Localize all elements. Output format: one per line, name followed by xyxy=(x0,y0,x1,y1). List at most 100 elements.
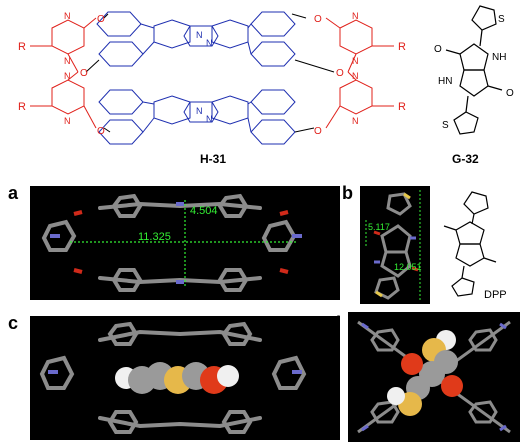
triazine-n-label: N xyxy=(352,11,359,21)
aryl-ring xyxy=(250,11,296,37)
aryl-stick xyxy=(221,321,253,346)
aryl-ring xyxy=(98,89,144,115)
guest-space-filling xyxy=(387,330,463,416)
aryl-stick xyxy=(217,268,249,292)
oxygen-atoms xyxy=(373,230,419,272)
oxygen-atom xyxy=(401,353,423,375)
triazine-stick xyxy=(39,355,75,390)
r-substituent-label: R xyxy=(398,101,406,113)
thiophene-ring xyxy=(451,277,475,297)
panel-letter-d: d xyxy=(330,313,341,333)
nitrogen-atoms xyxy=(50,202,302,284)
sulfur-atoms xyxy=(375,192,411,298)
aryl-stick xyxy=(111,193,143,218)
panel-background xyxy=(30,186,340,300)
panel-b-guest-crystal: 5.117 12.051 xyxy=(360,186,430,304)
aryl-ring xyxy=(250,41,296,67)
lactam-ring xyxy=(459,69,489,97)
upper-bridge xyxy=(98,329,262,342)
panel-letter-b: b xyxy=(342,183,353,203)
aryl-stick xyxy=(217,193,249,218)
upper-core xyxy=(96,11,296,67)
distance-lines xyxy=(70,200,296,286)
thiophene-stick xyxy=(374,276,400,300)
aryl-ring xyxy=(211,19,249,49)
core-n-label: N xyxy=(196,106,203,116)
triazine-n-label: N xyxy=(352,56,359,66)
distance-lines xyxy=(365,190,421,300)
guest-structure-label: G-32 xyxy=(452,152,479,166)
aryl-ring xyxy=(153,95,191,125)
thiophene-stick xyxy=(386,192,412,216)
oxygen-label: O xyxy=(80,68,88,79)
triazine-n-label: N xyxy=(352,71,359,81)
triazine-n-label: N xyxy=(352,116,359,126)
lactam-ring xyxy=(459,43,489,71)
r-substituent-label: R xyxy=(398,41,406,53)
r-substituent-label: R xyxy=(18,101,26,113)
panel-a-crystal-structure: 11.325 4.504 xyxy=(30,186,340,300)
aryl-stick xyxy=(107,410,139,434)
hydrogen-atom xyxy=(387,387,405,405)
guest-structure-g32: S S NH HN O O xyxy=(434,5,514,135)
aryl-stick xyxy=(468,328,498,352)
oxygen-label: O xyxy=(97,126,105,137)
oxygen-label: O xyxy=(336,68,344,79)
lower-core xyxy=(98,89,296,145)
thiophene-ring xyxy=(463,191,489,215)
oxygen-label: O xyxy=(314,14,322,25)
panel-letter-c: c xyxy=(8,313,19,333)
host-structure-h31: N N N N O O O O O O N N N N N N N N R R xyxy=(18,11,406,145)
thiophene-ring xyxy=(471,5,497,31)
measurement-height: 4.504 xyxy=(190,205,218,217)
nitrogen-atoms xyxy=(374,236,416,264)
measurement-long: 12.051 xyxy=(394,262,422,272)
aryl-ring xyxy=(98,119,144,145)
triazine-stick xyxy=(271,355,307,390)
host-structure-label: H-31 xyxy=(200,152,227,166)
triazine-stick xyxy=(261,219,297,252)
oxygen-label: O xyxy=(97,14,105,25)
aryl-ring xyxy=(211,95,249,125)
panel-letter-a: a xyxy=(8,183,19,203)
aryl-stick xyxy=(468,400,498,424)
oxygen-atom xyxy=(441,375,463,397)
oxygen-label: O xyxy=(314,126,322,137)
triazine-ring xyxy=(339,79,373,115)
aryl-ring xyxy=(153,19,191,49)
panel-d-complex-top-view xyxy=(348,312,520,442)
aryl-ring xyxy=(98,41,144,67)
hydrogen-atom xyxy=(217,365,239,387)
triazine-ring xyxy=(51,79,85,115)
triazine-n-label: N xyxy=(64,116,71,126)
oxygen-atoms xyxy=(73,210,289,274)
panel-c-complex-side-view xyxy=(30,316,340,440)
hn-label: HN xyxy=(438,76,452,87)
r-substituent-label: R xyxy=(18,41,26,53)
sulfur-label: S xyxy=(442,120,449,131)
measurement-short: 5.117 xyxy=(368,222,390,232)
aryl-ring xyxy=(96,11,142,37)
aryl-ring xyxy=(250,89,296,115)
lactam-ring xyxy=(455,243,485,267)
core-n-label: N xyxy=(196,30,203,40)
lactam-stick xyxy=(380,250,412,278)
ether-links xyxy=(85,13,335,133)
core-n-label: N xyxy=(206,38,213,48)
triazine-ring xyxy=(339,19,373,55)
triazine-n-label: N xyxy=(64,71,71,81)
thiophene-ring xyxy=(453,111,479,135)
aryl-stick xyxy=(221,410,253,434)
triazine-n-label: N xyxy=(64,11,71,21)
triazine-n-label: N xyxy=(64,56,71,66)
core-n-label: N xyxy=(206,114,213,124)
dpp-inset-structure: DPP xyxy=(443,191,507,301)
triazine-stick xyxy=(41,219,77,252)
nitrogen-atoms xyxy=(361,322,507,432)
triazine-rings xyxy=(30,17,394,129)
guest-space-filling xyxy=(115,362,239,394)
carbonyl-o-label: O xyxy=(434,44,442,55)
measurement-width: 11.325 xyxy=(138,231,171,243)
carbonyl-o-label: O xyxy=(506,88,514,99)
aryl-stick xyxy=(111,268,143,292)
